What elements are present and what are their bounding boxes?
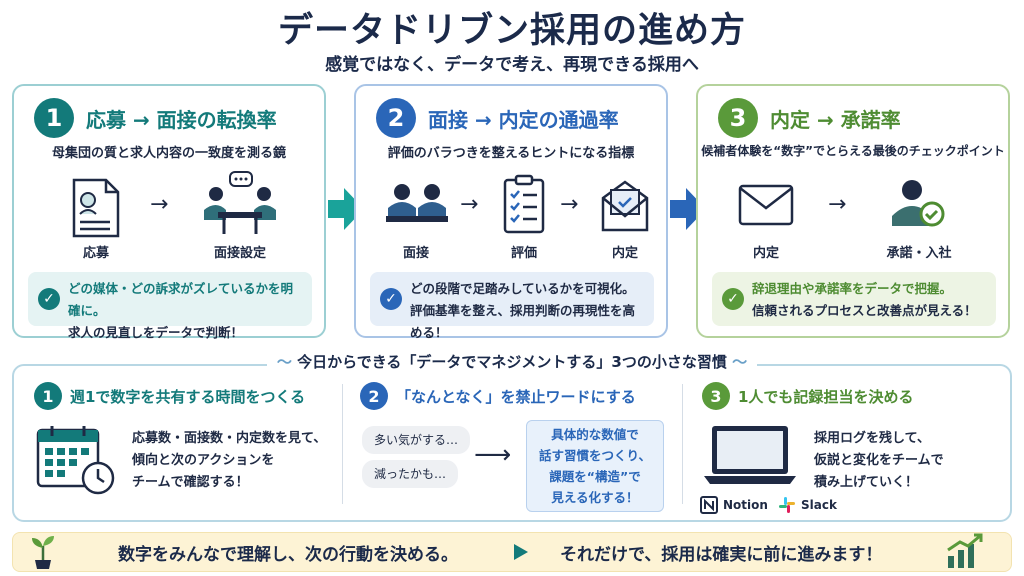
- step-header-3: 3 内定 → 承諾率: [718, 98, 901, 138]
- icon-label-offer: 内定: [611, 246, 638, 261]
- checklist-icon: [503, 174, 545, 234]
- habit-line: チームで確認する！: [132, 475, 249, 490]
- envelope-icon: [738, 184, 794, 226]
- wave-icon: 〜: [276, 353, 298, 371]
- notion-label: Notion: [723, 498, 768, 512]
- resume-icon: [72, 178, 120, 238]
- habit-title-2: 「なんとなく」を禁止ワードにする: [396, 387, 636, 406]
- step-note-1: ✓ どの媒体・どの訴求がズレているかを明確に。 求人の見直しをデータで判断！: [28, 272, 312, 340]
- habit-header-2: 2 「なんとなく」を禁止ワードにする: [360, 382, 636, 410]
- note-highlight-1: どの媒体・どの訴求がズレているかを明確に。: [68, 281, 294, 318]
- step-card-2: 2 面接 → 内定の通過率 評価のバラつきを整えるヒントになる指標 面接 → 評…: [354, 84, 668, 340]
- flow-arrow-icon: →: [560, 192, 579, 217]
- habit-line: 積み上げていく！: [814, 475, 919, 490]
- footer-text-left: 数字をみんなで理解し、次の行動を決める。: [118, 545, 458, 565]
- habits-heading-text: 今日からできる「データでマネジメントする」3つの小さな習慣: [297, 353, 727, 371]
- divider: [342, 384, 343, 504]
- notion-logo-icon: [700, 496, 718, 514]
- wave-icon: 〜: [726, 353, 748, 371]
- box-line: 課題を“構造”で: [549, 469, 641, 484]
- offer-letter-icon: [601, 180, 649, 232]
- box-line: 具体的な数値で: [551, 427, 639, 442]
- step-header-2: 2 面接 → 内定の通過率: [376, 98, 619, 138]
- flow-arrow-icon: →: [460, 192, 479, 217]
- check-icon: ✓: [380, 288, 402, 310]
- note-highlight-2: どの段階で足踏みしているかを可視化。: [410, 281, 635, 296]
- habit-number-1: 1: [34, 382, 62, 410]
- speech-bubble: 減ったかも…: [362, 460, 459, 488]
- play-arrow-icon: [514, 544, 528, 560]
- big-arrow-icon: [328, 188, 364, 230]
- step-desc-3: 候補者体験を“数字”でとらえる最後のチェックポイント: [701, 144, 1005, 158]
- box-line: 見える化する！: [551, 490, 639, 505]
- flow-arrow-icon: →: [150, 192, 169, 217]
- habit-line: 仮説と変化をチームで: [814, 453, 944, 468]
- habit-text-1: 応募数・面接数・内定数を見て、 傾向と次のアクションを チームで確認する！: [132, 428, 326, 494]
- flow-arrow-icon: →: [828, 192, 847, 217]
- step-card-3: 3 内定 → 承諾率 候補者体験を“数字”でとらえる最後のチェックポイント 内定…: [696, 84, 1010, 338]
- calendar-clock-icon: [36, 426, 115, 495]
- step-desc-2: 評価のバラつきを整えるヒントになる指標: [387, 146, 635, 161]
- habit-title-1: 週1で数字を共有する時間をつくる: [70, 387, 306, 406]
- habit-title-3: 1人でも記録担当を決める: [738, 387, 914, 406]
- note-text-1: 求人の見直しをデータで判断！: [68, 325, 244, 340]
- slack-logo-icon: [779, 497, 795, 513]
- step-title-3: 内定 → 承諾率: [770, 107, 901, 132]
- icon-label-offer-final: 内定: [752, 246, 779, 261]
- page-subtitle: 感覚ではなく、データで考え、再現できる採用へ: [325, 55, 699, 75]
- icon-label-interview: 面接: [402, 246, 429, 261]
- habit-header-1: 1 週1で数字を共有する時間をつくる: [34, 382, 305, 410]
- step-title-1: 応募 → 面接の転換率: [86, 107, 277, 132]
- note-text-2: 評価基準を整え、採用判断の再現性を高める！: [410, 303, 636, 340]
- step-header-1: 1 応募 → 面接の転換率: [34, 98, 277, 138]
- big-arrow-icon: [670, 188, 706, 230]
- habit-text-3: 採用ログを残して、 仮説と変化をチームで 積み上げていく！: [814, 428, 944, 494]
- habit-line: 採用ログを残して、: [814, 431, 930, 446]
- step-card-1: 1 応募 → 面接の転換率 母集団の質と求人内容の一致度を測る鏡 応募 → 面接…: [12, 84, 326, 340]
- page-title: データドリブン採用の進め方: [277, 11, 746, 51]
- step-number-2: 2: [376, 98, 416, 138]
- icon-label-apply: 応募: [82, 246, 109, 261]
- icon-label-accept: 承諾・入社: [886, 246, 952, 261]
- growth-chart-icon: [947, 533, 983, 568]
- note-highlight-3: 辞退理由や承諾率をデータで把握。: [752, 281, 953, 296]
- sprout-icon: [32, 536, 54, 569]
- habit-number-3: 3: [702, 382, 730, 410]
- habit-solution-box: 具体的な数値で 話す習慣をつくり、 課題を“構造”で 見える化する！: [526, 420, 664, 512]
- habit-header-3: 3 1人でも記録担当を決める: [702, 382, 913, 410]
- accepted-person-icon: [892, 180, 945, 227]
- footer-text-right: それだけで、採用は確実に前に進みます！: [560, 545, 883, 565]
- habits-heading: 〜 今日からできる「データでマネジメントする」3つの小さな習慣 〜: [0, 351, 1024, 372]
- box-line: 話す習慣をつくり、: [538, 448, 651, 463]
- check-icon: ✓: [38, 288, 60, 310]
- slack-brand: Slack: [778, 496, 837, 514]
- step-title-2: 面接 → 内定の通過率: [428, 107, 619, 132]
- habit-number-2: 2: [360, 382, 388, 410]
- notion-brand: Notion: [700, 496, 768, 514]
- speech-bubble: 多い気がする…: [362, 426, 471, 454]
- footer-banner: [12, 532, 1012, 572]
- interview-meeting-icon: [204, 171, 276, 234]
- interviewers-icon: [386, 184, 448, 222]
- arrow-right-icon: ⟶: [474, 440, 512, 470]
- step-desc-1: 母集団の質と求人内容の一致度を測る鏡: [51, 146, 286, 161]
- divider: [682, 384, 683, 504]
- step-note-2: ✓ どの段階で足踏みしているかを可視化。 評価基準を整え、採用判断の再現性を高め…: [370, 272, 654, 340]
- check-icon: ✓: [722, 288, 744, 310]
- note-text-3: 信頼されるプロセスと改善点が見える！: [752, 303, 977, 318]
- step-note-3: ✓ 辞退理由や承諾率をデータで把握。 信頼されるプロセスと改善点が見える！: [712, 272, 996, 326]
- habit-line: 傾向と次のアクションを: [132, 453, 275, 468]
- icon-label-evaluation: 評価: [510, 246, 537, 261]
- laptop-icon: [704, 426, 796, 484]
- icon-label-interview-setup: 面接設定: [213, 246, 266, 261]
- slack-label: Slack: [801, 498, 837, 512]
- habit-line: 応募数・面接数・内定数を見て、: [132, 431, 327, 446]
- step-number-3: 3: [718, 98, 758, 138]
- step-number-1: 1: [34, 98, 74, 138]
